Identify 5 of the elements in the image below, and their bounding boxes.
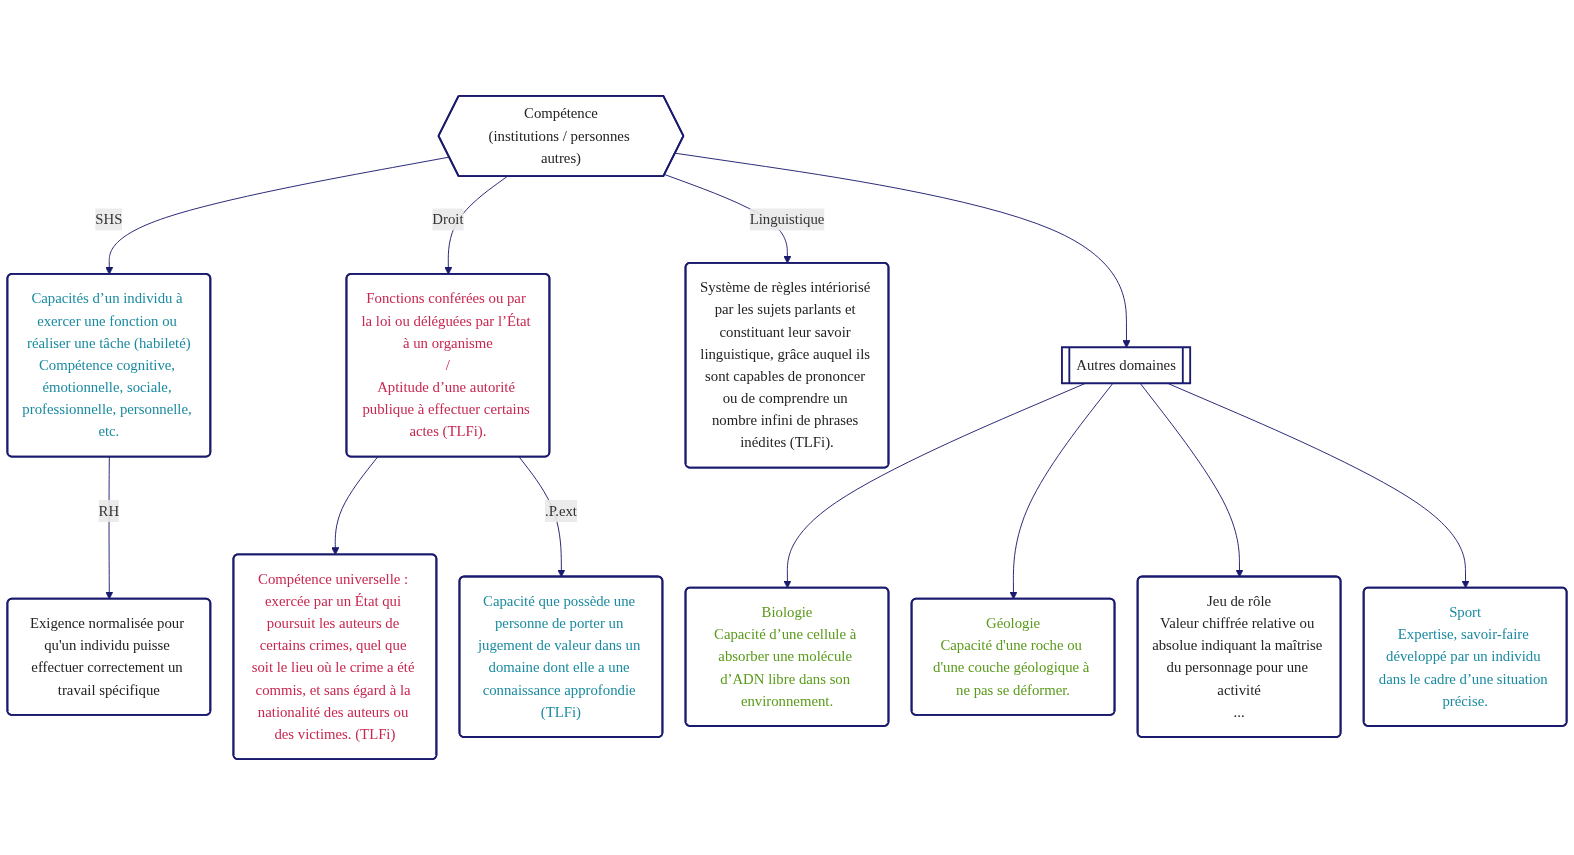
edge-label: SHS [95,211,123,227]
edge-label: Droit [432,211,464,227]
edge-label: RH [98,502,120,519]
edge-label: Linguistique [749,211,825,227]
edge-label: .P.ext [544,502,577,519]
